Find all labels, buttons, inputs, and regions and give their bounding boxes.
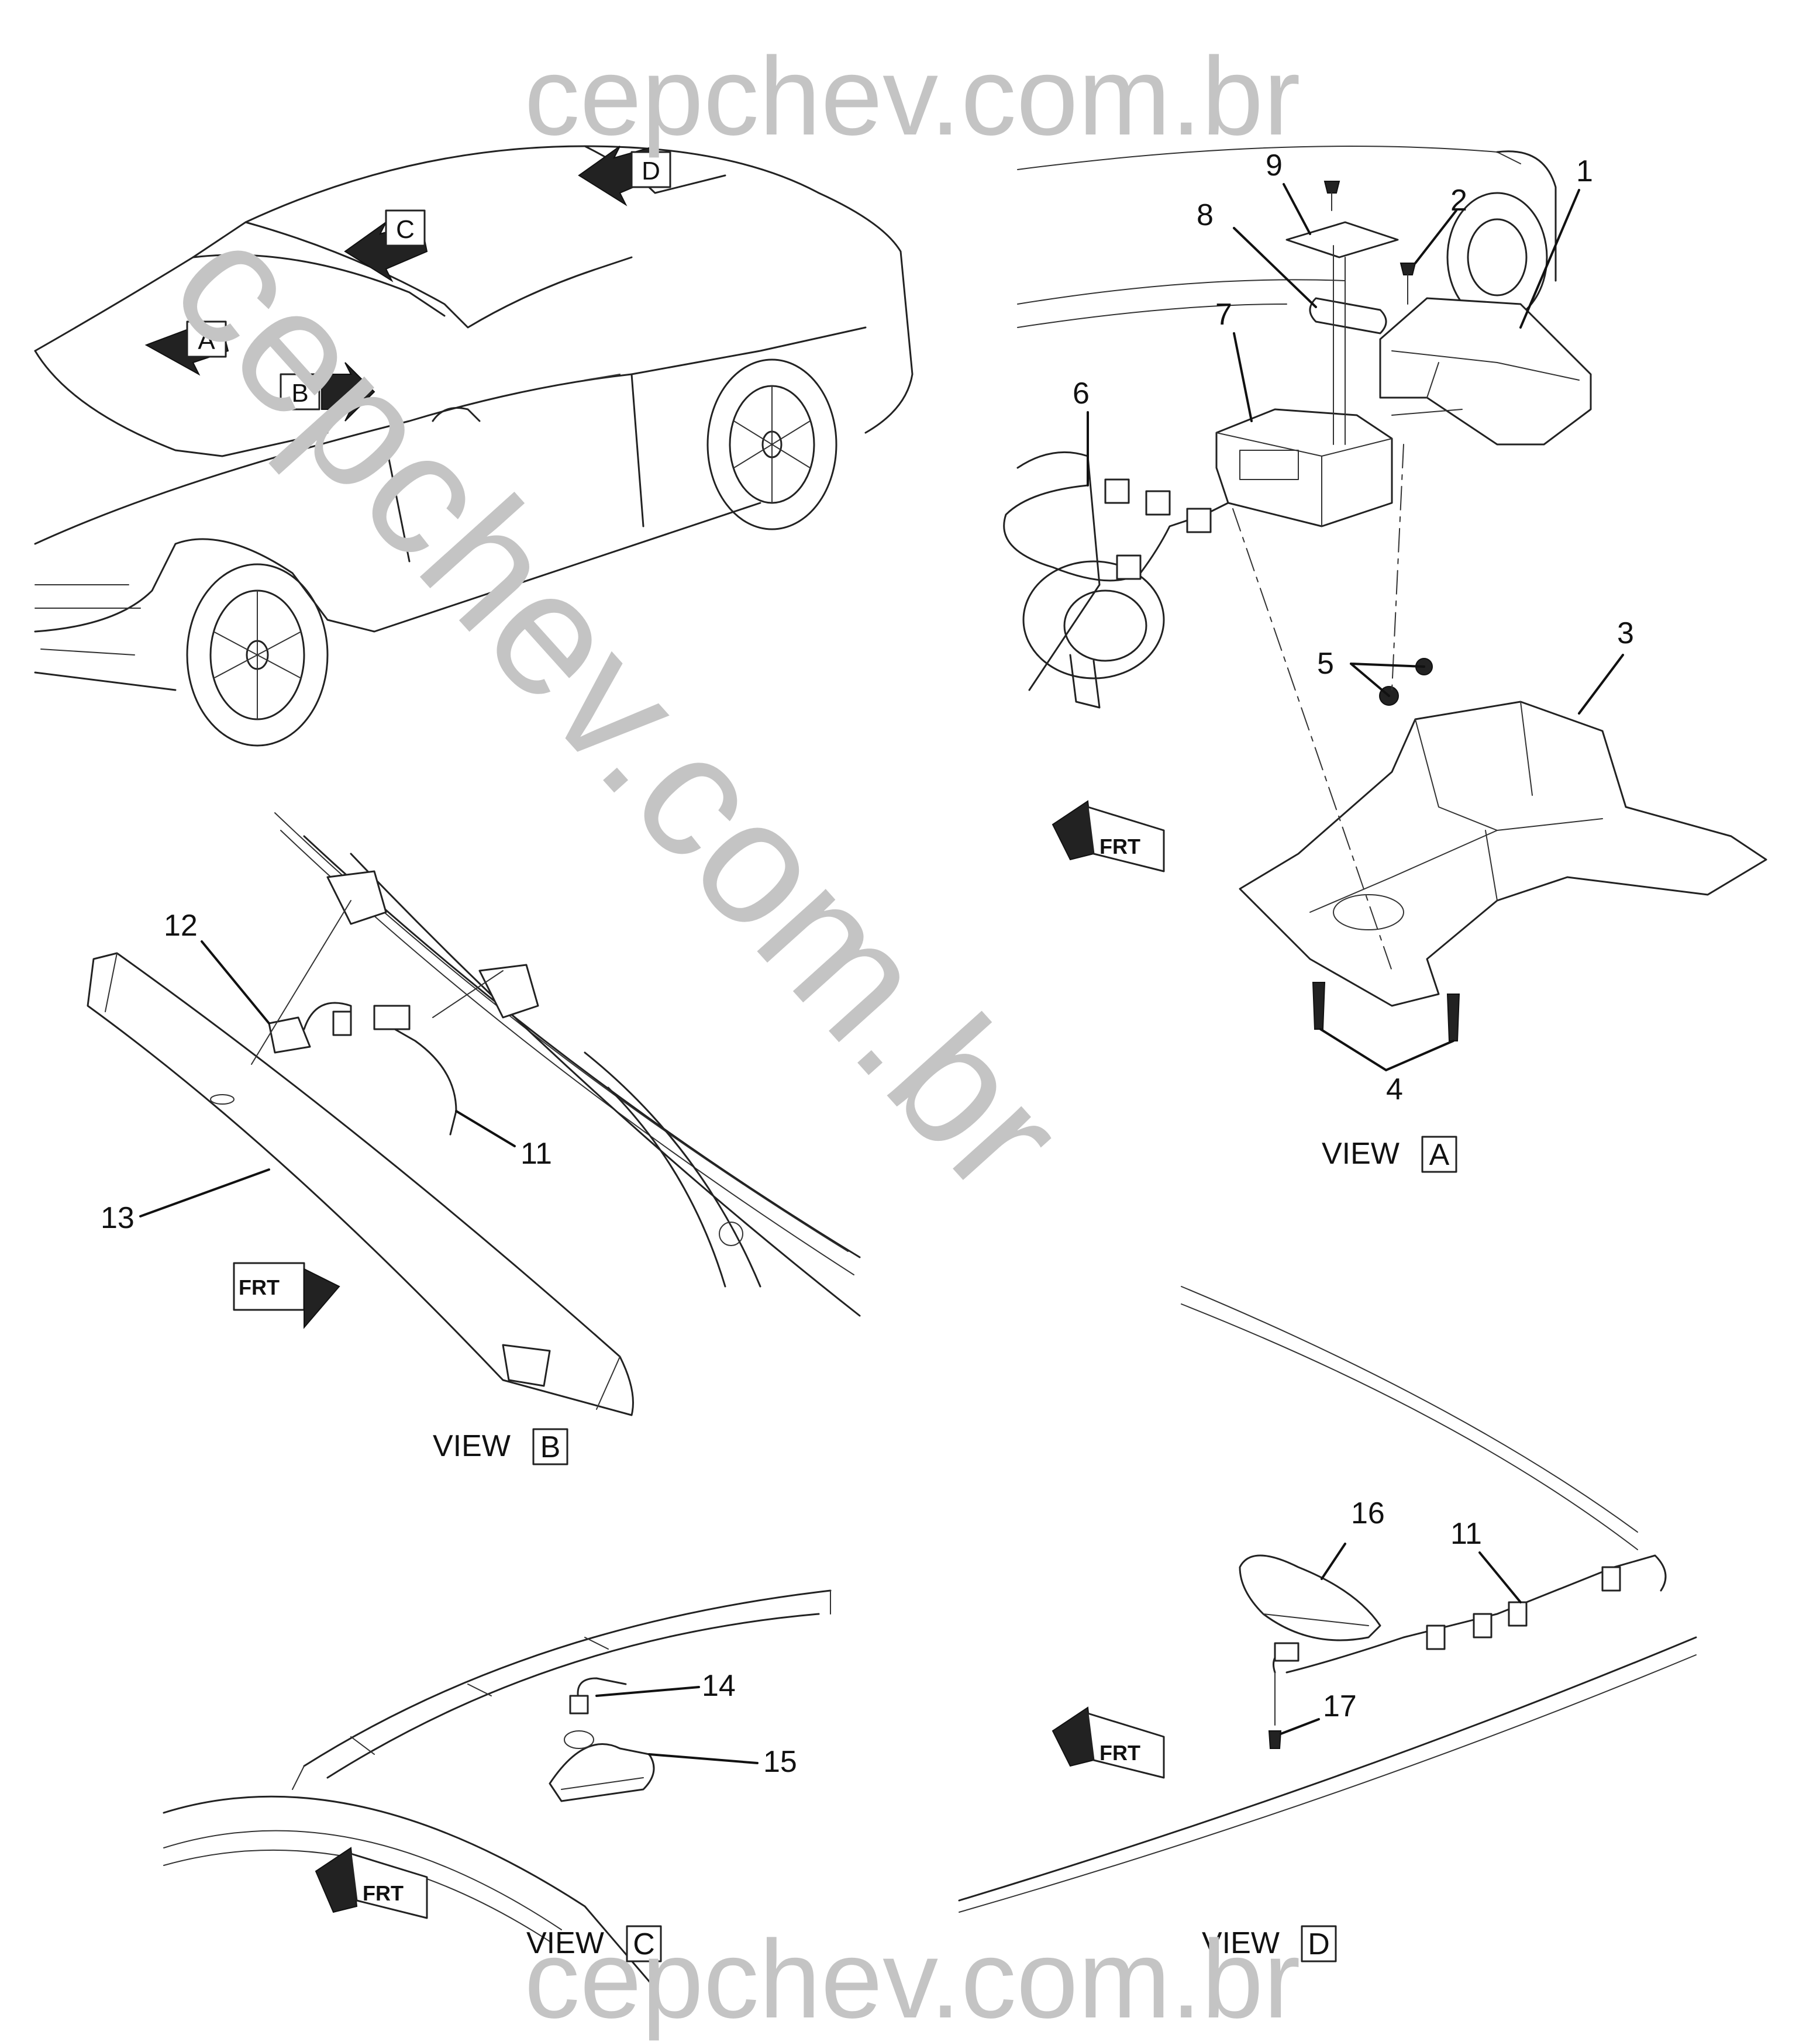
frt-label-view-a: FRT xyxy=(1099,834,1140,858)
frt-label-view-c: FRT xyxy=(363,1881,404,1905)
frt-arrow-view-d: FRT xyxy=(1052,1706,1165,1779)
part-15-mirror xyxy=(549,1743,655,1802)
locator-letter-b: B xyxy=(291,379,308,408)
watermark-diagonal: cepchev.com.br xyxy=(135,186,1102,1229)
locator-letter-d: D xyxy=(642,157,660,185)
part-9-plate xyxy=(1285,221,1399,258)
view-b-diagram: FRT 12 11 13 VIEW B xyxy=(87,812,861,1465)
svg-text:VIEW: VIEW xyxy=(1322,1137,1400,1171)
locator-tag-b xyxy=(280,373,320,411)
frt-arrow-view-b: FRT xyxy=(233,1262,340,1329)
callout-14: 14 xyxy=(702,1669,736,1703)
part-11-harness-view-b xyxy=(373,1016,457,1136)
callout-6: 6 xyxy=(1073,377,1090,411)
part-16-antenna xyxy=(1239,1554,1381,1641)
view-a-diagram: FRT 1 2 3 4 5 6 7 8 9 VIEW A xyxy=(1003,146,1767,1173)
callout-12: 12 xyxy=(164,909,198,943)
callout-4: 4 xyxy=(1386,1072,1403,1106)
callout-1: 1 xyxy=(1576,154,1593,188)
part-4-screw-left xyxy=(1312,982,1326,1030)
locator-letter-c: C xyxy=(396,215,415,244)
svg-text:VIEW: VIEW xyxy=(526,1926,604,1960)
frt-arrow-view-c: FRT xyxy=(315,1847,428,1919)
part-12-camera xyxy=(268,1016,311,1054)
part-4-screw-right xyxy=(1446,994,1460,1041)
callout-17: 17 xyxy=(1323,1689,1357,1723)
callout-11-view-d: 11 xyxy=(1450,1517,1482,1551)
part-1-bracket xyxy=(1379,297,1592,446)
callout-9: 9 xyxy=(1266,149,1283,182)
locator-tag-d xyxy=(630,151,671,188)
callout-3: 3 xyxy=(1617,616,1634,650)
watermark-top: cepchev.com.br xyxy=(524,35,1300,158)
callout-8: 8 xyxy=(1197,198,1214,232)
view-d-diagram: FRT 16 11 17 VIEW D xyxy=(958,1286,1697,1962)
callout-16: 16 xyxy=(1351,1496,1385,1530)
locator-tag-c xyxy=(385,209,426,247)
callout-7: 7 xyxy=(1215,298,1232,332)
svg-text:VIEW: VIEW xyxy=(433,1429,511,1463)
svg-text:B: B xyxy=(540,1430,561,1464)
frt-label-view-b: FRT xyxy=(239,1275,280,1299)
view-label-c: VIEW C xyxy=(526,1925,662,1962)
part-9-screw xyxy=(1323,181,1340,194)
vehicle-overview: A B C D xyxy=(34,145,914,747)
view-label-a: VIEW A xyxy=(1322,1136,1457,1173)
part-8-cylinder xyxy=(1309,297,1387,334)
callout-11-view-b: 11 xyxy=(521,1137,552,1171)
part-7-module xyxy=(1215,408,1393,527)
callout-2: 2 xyxy=(1450,184,1467,218)
part-11-harness-view-d xyxy=(1285,1554,1667,1674)
view-c-diagram: FRT 14 15 VIEW C xyxy=(163,1589,832,1989)
svg-text:D: D xyxy=(1308,1927,1330,1961)
frt-arrow-view-a: FRT xyxy=(1052,800,1165,872)
part-17-screw xyxy=(1268,1730,1282,1749)
svg-text:A: A xyxy=(1429,1138,1450,1172)
svg-text:C: C xyxy=(633,1927,655,1961)
callout-5: 5 xyxy=(1317,647,1334,681)
callout-15: 15 xyxy=(763,1745,797,1779)
locator-tag-a xyxy=(186,320,227,358)
frt-label-view-d: FRT xyxy=(1099,1741,1140,1765)
part-13-pillar-garnish xyxy=(87,952,634,1416)
svg-text:VIEW: VIEW xyxy=(1202,1926,1280,1960)
watermark-bottom: cepchev.com.br xyxy=(524,1917,1300,2041)
callout-13: 13 xyxy=(101,1201,135,1235)
part-2-screw xyxy=(1400,263,1416,275)
locator-arrow-b xyxy=(321,362,375,422)
view-label-d: VIEW D xyxy=(1202,1925,1337,1962)
part-3-bracket xyxy=(1239,701,1767,1007)
part-6-harness xyxy=(1003,484,1229,582)
view-label-b: VIEW B xyxy=(433,1428,568,1465)
locator-letter-a: A xyxy=(198,326,215,355)
